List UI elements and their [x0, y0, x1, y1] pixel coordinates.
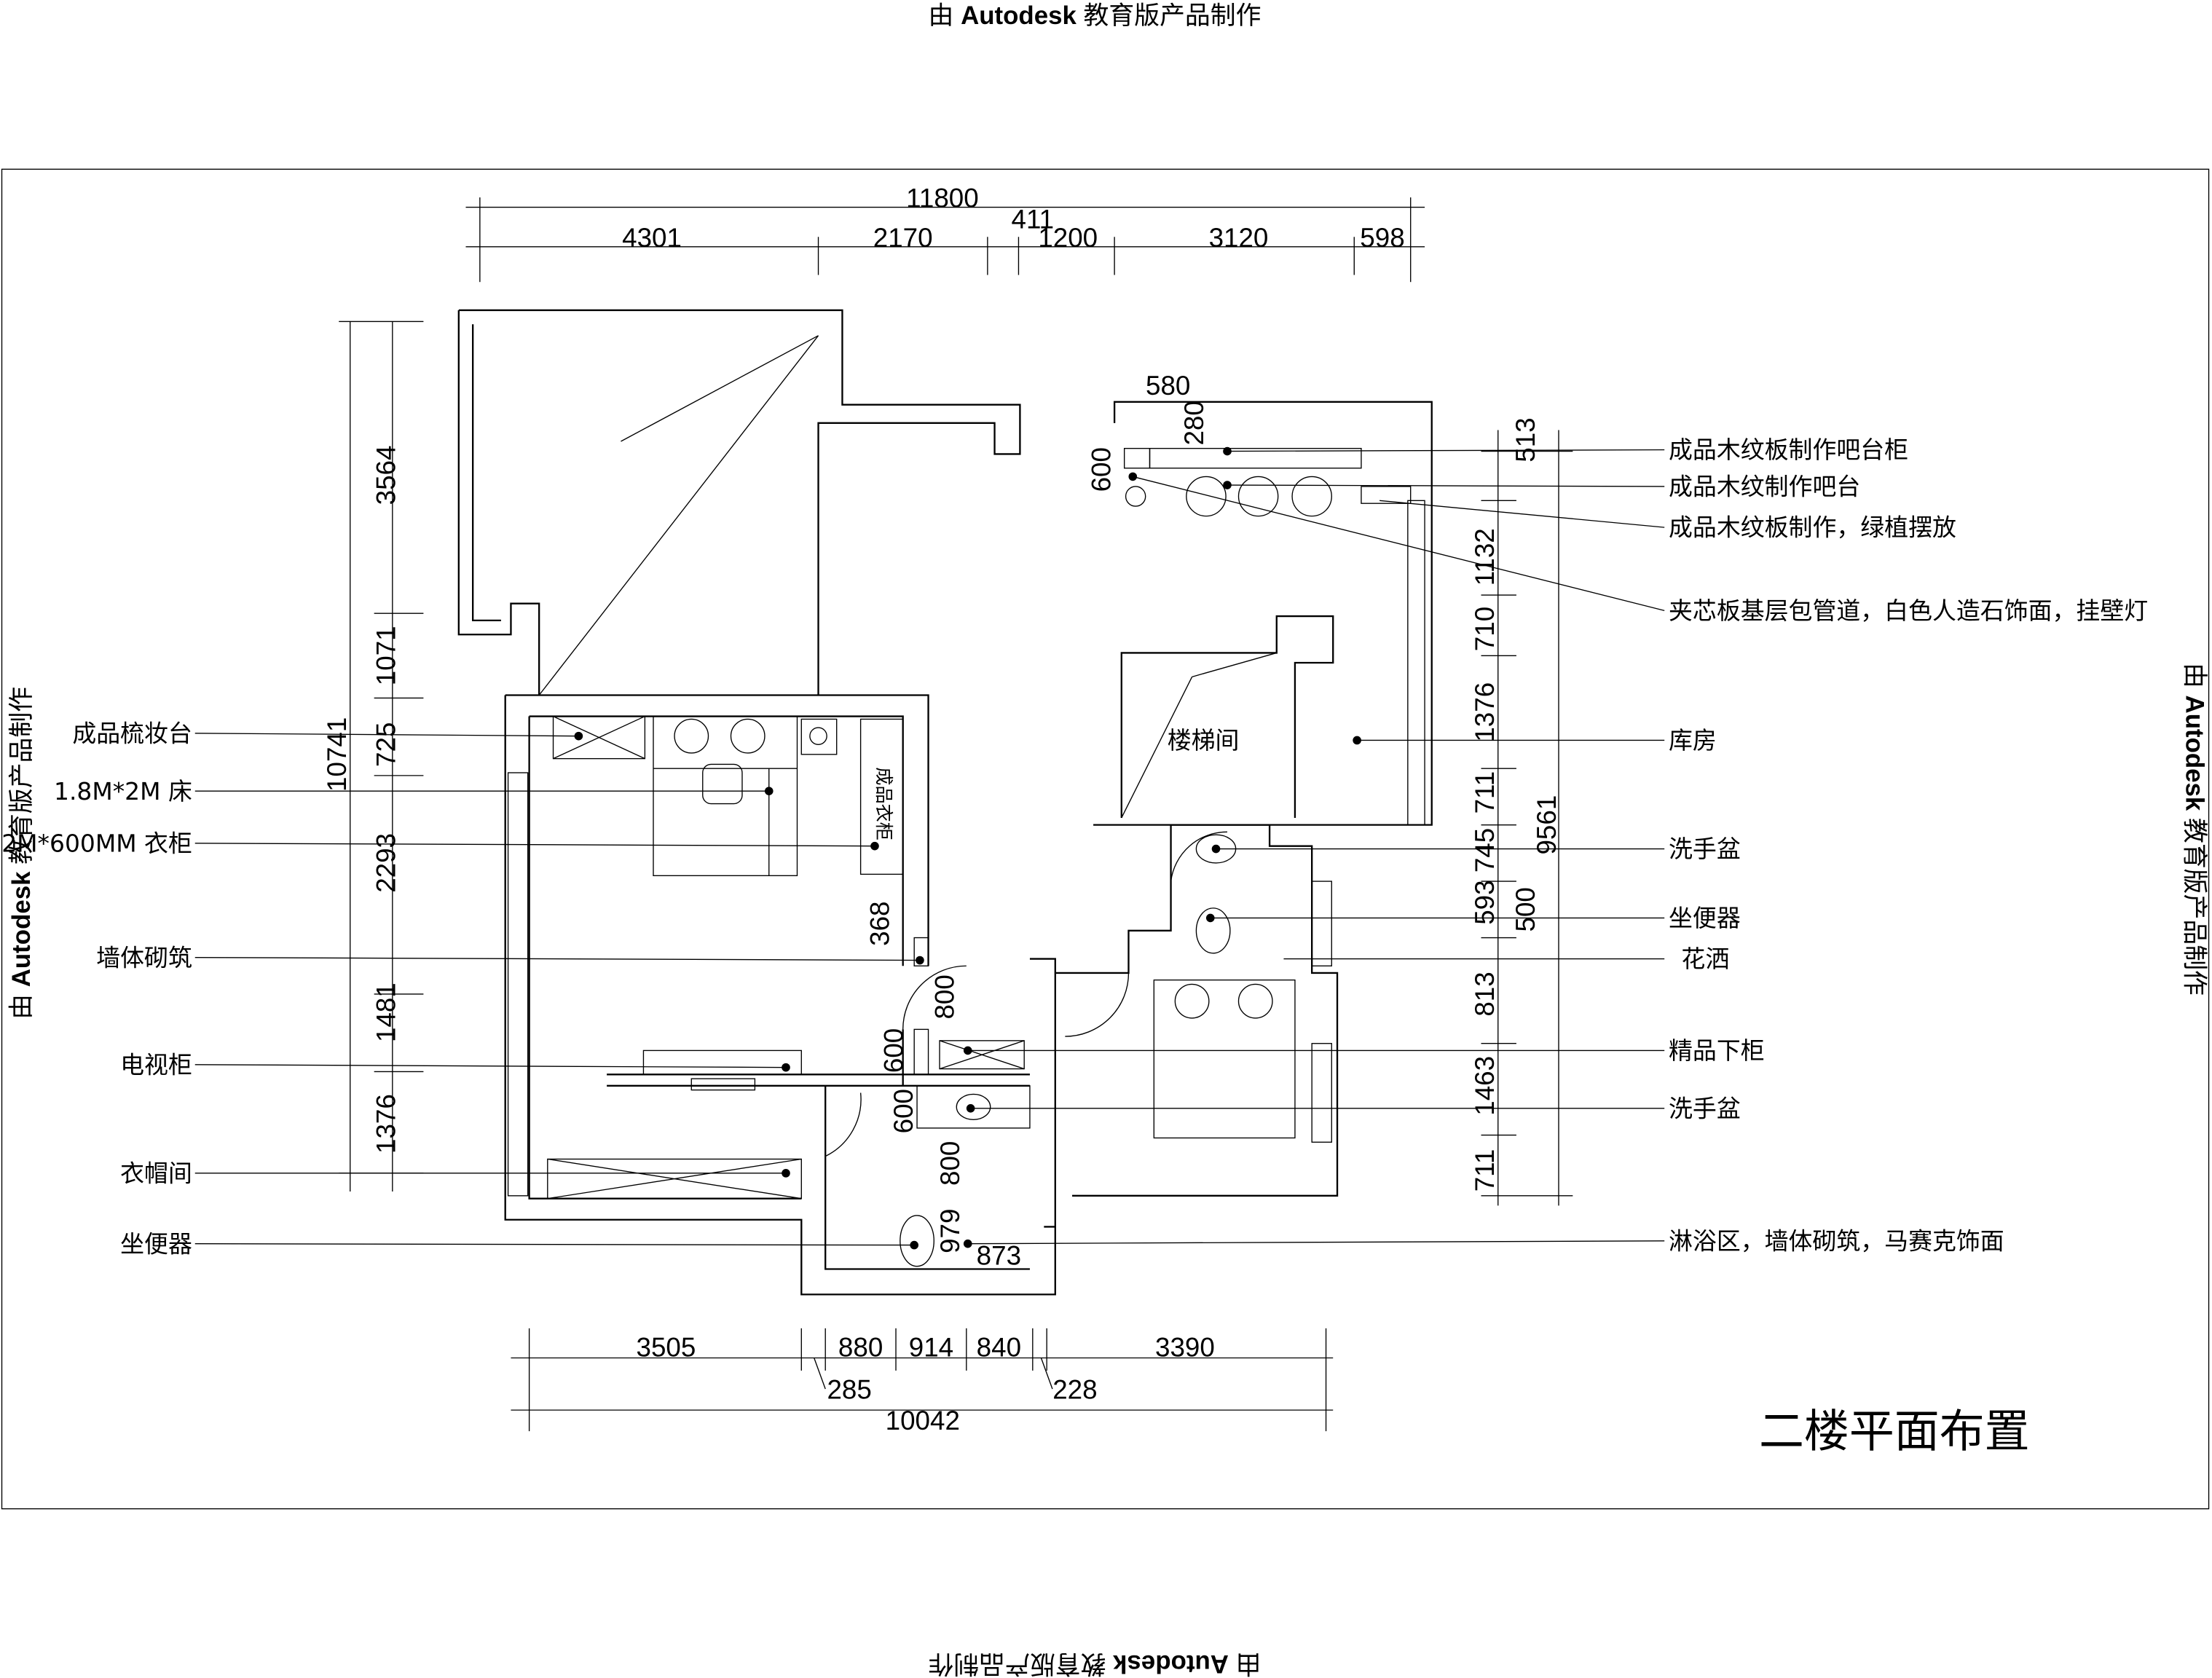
dim-label: 1481	[371, 982, 401, 1042]
dim-label: 600	[889, 1089, 918, 1133]
dim-label: 1071	[371, 626, 401, 685]
dim-label: 1376	[371, 1094, 401, 1154]
callouts-left: 成品梳妆台 1.8M*2M 床 2M*600MM 衣柜 墙体砌筑 电视柜 衣帽间…	[1, 719, 924, 1258]
dim-label: 800	[929, 974, 959, 1019]
dim-label: 4301	[622, 223, 682, 253]
dim-label: 513	[1511, 417, 1540, 462]
dim-label: 500	[1511, 887, 1540, 931]
callout-cloakroom: 衣帽间	[120, 1159, 192, 1187]
callout-shower-area: 淋浴区，墙体砌筑，马赛克饰面	[1669, 1226, 2004, 1255]
callout-storage: 库房	[1669, 726, 1717, 755]
dresser	[552, 715, 646, 760]
watermark-right: 由 Autodesk 教育版产品制作	[2181, 663, 2209, 996]
drawing-frame	[1, 168, 2210, 1510]
lower-cabinet	[939, 1040, 1025, 1070]
dimensions-bottom: 3505 880 914 840 3390 285 228 10042	[511, 1328, 1334, 1435]
dim-label: 710	[1470, 607, 1500, 651]
dim-label: 368	[865, 901, 894, 945]
dim-label: 598	[1360, 223, 1404, 253]
callout-bar-cabinet: 成品木纹板制作吧台柜	[1669, 436, 1908, 464]
toilet-right	[1195, 907, 1231, 954]
dim-label: 600	[879, 1028, 909, 1073]
dim-label: 593	[1470, 880, 1500, 924]
watermark-bottom: 由 Autodesk 教育版产品制作	[929, 1650, 1262, 1678]
dim-label: 3564	[371, 446, 401, 505]
callout-wardrobe: 2M*600MM 衣柜	[1, 829, 192, 857]
dim-label: 1200	[1038, 223, 1098, 253]
dim-label: 873	[977, 1241, 1021, 1271]
bed	[653, 715, 798, 877]
cloakroom-cabinet	[547, 1158, 802, 1200]
dim-label: 711	[1470, 1149, 1500, 1192]
dim-top-total: 11800	[906, 184, 979, 213]
toilet-left	[900, 1215, 934, 1267]
callout-bed: 1.8M*2M 床	[54, 777, 192, 805]
dim-label: 800	[935, 1141, 965, 1186]
dim-label: 280	[1179, 401, 1209, 445]
callout-plants: 成品木纹板制作，绿植摆放	[1669, 513, 1956, 542]
dim-label: 228	[1052, 1375, 1097, 1405]
callout-dresser: 成品梳妆台	[72, 719, 192, 747]
callout-shower: 花洒	[1681, 945, 1729, 973]
dim-label: 411	[1012, 205, 1055, 235]
callout-basin-2: 洗手盆	[1669, 1094, 1741, 1122]
dimensions-top: 11800 4301 2170 411 1200 3120 598	[465, 184, 1425, 283]
dim-label: 580	[1146, 371, 1190, 401]
dim-label: 1132	[1470, 528, 1500, 586]
callout-toilet: 坐便器	[120, 1229, 192, 1258]
watermark-top: 由 Autodesk 教育版产品制作	[929, 1, 1262, 30]
dim-label: 1376	[1470, 682, 1500, 742]
dim-label: 745	[1470, 828, 1500, 873]
watermark-left: 由 Autodesk 教育版产品制作	[7, 687, 36, 1020]
callout-lower-cabinet: 精品下柜	[1669, 1036, 1765, 1065]
dim-label: 2170	[873, 223, 933, 253]
room-labels: 楼梯间 成品衣柜 580 280 600 368 800 600 600 800…	[865, 371, 1239, 1271]
wardrobe	[859, 718, 904, 875]
dim-label: 3505	[637, 1333, 696, 1363]
dim-label: 2293	[371, 833, 401, 893]
room-wardrobe: 成品衣柜	[873, 767, 894, 840]
callout-bar: 成品木纹制作吧台	[1669, 473, 1860, 501]
dim-label: 3390	[1155, 1333, 1215, 1363]
dim-label: 813	[1470, 972, 1500, 1016]
chair	[702, 763, 743, 805]
room-stair: 楼梯间	[1168, 726, 1240, 755]
tv-cabinet	[642, 1049, 802, 1076]
callout-toilet-right: 坐便器	[1669, 904, 1741, 932]
dim-label: 600	[1086, 447, 1116, 492]
callout-masonry: 墙体砌筑	[96, 943, 192, 972]
callout-basin: 洗手盆	[1669, 835, 1741, 863]
dim-label: 1463	[1470, 1056, 1500, 1116]
dim-label: 840	[977, 1333, 1021, 1363]
dim-label: 880	[838, 1333, 883, 1363]
dim-label: 725	[371, 722, 401, 767]
dim-bottom-total: 10042	[886, 1406, 960, 1435]
callout-tv-cabinet: 电视柜	[120, 1050, 192, 1079]
callout-pipe: 夹芯板基层包管道，白色人造石饰面，挂壁灯	[1669, 596, 2148, 625]
dim-label: 3120	[1209, 223, 1269, 253]
dim-label: 979	[935, 1209, 965, 1253]
dim-right-total: 9561	[1532, 795, 1562, 855]
callouts-right: 成品木纹板制作吧台柜 成品木纹制作吧台 成品木纹板制作，绿植摆放 夹芯板基层包管…	[963, 436, 2148, 1255]
dimensions-right: 513 1132 710 1376 711 745 593 500 813 14…	[1470, 417, 1573, 1206]
dim-label: 914	[909, 1333, 953, 1363]
drawing-title: 二楼平面布置	[1759, 1404, 2030, 1457]
dim-left-total: 10741	[322, 717, 352, 792]
dimensions-left: 10741 3564 1071 725 2293 1481 1376	[322, 320, 424, 1192]
bed-right	[1153, 979, 1296, 1139]
dim-label: 711	[1470, 771, 1500, 814]
furniture	[547, 448, 1412, 1267]
dim-label: 285	[827, 1375, 871, 1405]
